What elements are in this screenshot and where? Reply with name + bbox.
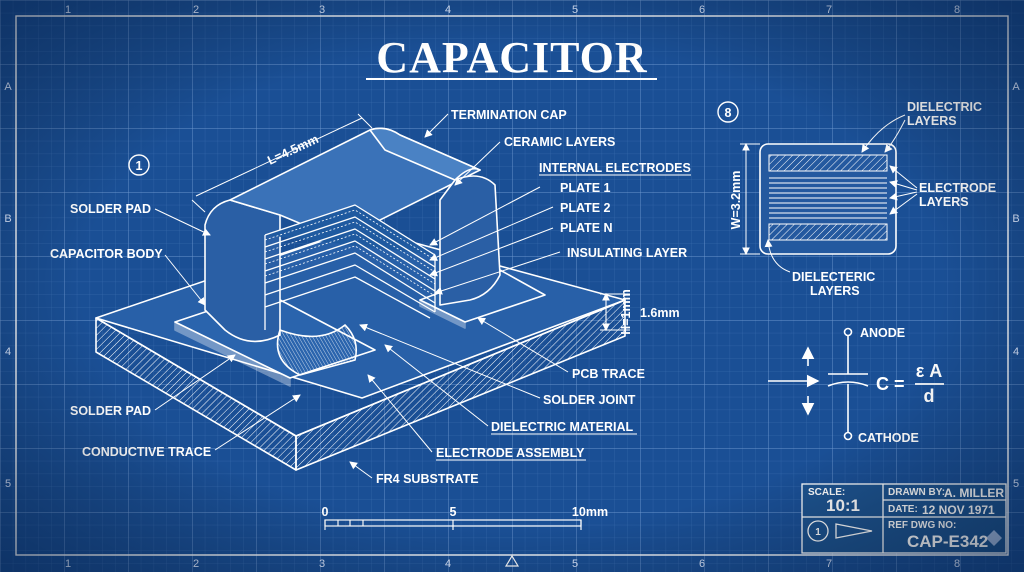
cs-dielectric-bottom-1: DIELECTERIC — [792, 270, 875, 284]
title-block-drawn-by-label: DRAWN BY: — [888, 487, 945, 498]
page-title: CAPACITOR — [376, 33, 648, 82]
col-tick-4: 4 — [445, 4, 451, 16]
title-block-view-marker: 1 — [815, 527, 821, 538]
col-tick-1: 1 — [65, 4, 71, 16]
scale-tick-5: 5 — [450, 505, 457, 519]
col-tick-3-bottom: 3 — [319, 558, 325, 570]
label-fr4-substrate: FR4 SUBSTRATE — [376, 472, 479, 486]
col-tick-4-bottom: 4 — [445, 558, 451, 570]
cs-dielectric-top-2: LAYERS — [907, 114, 957, 128]
label-insulating-layer: INSULATING LAYER — [567, 246, 687, 260]
scale-tick-0: 0 — [322, 505, 329, 519]
label-solder-pad-bottom: SOLDER PAD — [70, 404, 151, 418]
col-tick-2-bottom: 2 — [193, 558, 199, 570]
label-electrode-assembly: ELECTRODE ASSEMBLY — [436, 446, 585, 460]
title-block-scale-value: 10:1 — [826, 496, 860, 515]
termination-cap-left — [204, 199, 281, 343]
col-tick-7: 7 — [826, 4, 832, 16]
label-capacitor-body: CAPACITOR BODY — [50, 247, 163, 261]
cs-dielectric-top-1: DIELECTRIC — [907, 100, 982, 114]
label-conductive-trace: CONDUCTIVE TRACE — [82, 445, 211, 459]
label-plate-1: PLATE 1 — [560, 181, 611, 195]
label-internal-electrodes: INTERNAL ELECTRODES — [539, 161, 691, 175]
col-tick-5-bottom: 5 — [572, 558, 578, 570]
label-dielectric-material: DIELECTRIC MATERIAL — [491, 420, 633, 434]
title-block-ref-label: REF DWG NO: — [888, 520, 956, 531]
row-tick-4-right: 4 — [1013, 346, 1019, 358]
cs-electrode-1: ELECTRODE — [919, 181, 996, 195]
row-tick-4: 4 — [5, 346, 11, 358]
row-tick-b-right: B — [1012, 213, 1019, 225]
equation-denominator: d — [924, 386, 935, 406]
col-tick-8-bottom: 8 — [954, 558, 960, 570]
row-tick-5: 5 — [5, 478, 11, 490]
label-ceramic-layers: CERAMIC LAYERS — [504, 135, 615, 149]
col-tick-5: 5 — [572, 4, 578, 16]
row-tick-5-right: 5 — [1013, 478, 1019, 490]
equation-lhs: C = — [876, 374, 905, 394]
scale-tick-10: 10mm — [572, 505, 608, 519]
col-tick-6-bottom: 6 — [699, 558, 705, 570]
dimension-thickness-label: 1.6mm — [640, 306, 680, 320]
termination-cap-right — [439, 175, 501, 306]
col-tick-3: 3 — [319, 4, 325, 16]
equation-numerator: ε A — [916, 361, 943, 381]
title-block-drawn-by-value: A. MILLER — [944, 486, 1004, 500]
col-tick-8: 8 — [954, 4, 960, 16]
detail-marker-1-label: 1 — [136, 159, 143, 173]
title-block-ref-value: CAP-E342 — [907, 532, 988, 551]
dimension-height-label: H=1mm — [619, 289, 633, 335]
label-plate-n: PLATE N — [560, 221, 613, 235]
col-tick-1-bottom: 1 — [65, 558, 71, 570]
label-pcb-trace: PCB TRACE — [572, 367, 645, 381]
col-tick-2: 2 — [193, 4, 199, 16]
dimension-width-label: W=3.2mm — [729, 171, 743, 230]
row-tick-a: A — [4, 81, 12, 93]
symbol-anode-label: ANODE — [860, 326, 905, 340]
title-block-date-label: DATE: — [888, 504, 918, 515]
row-tick-a-right: A — [1012, 81, 1020, 93]
cs-electrode-2: LAYERS — [919, 195, 969, 209]
col-tick-7-bottom: 7 — [826, 558, 832, 570]
symbol-cathode-label: CATHODE — [858, 431, 919, 445]
label-solder-joint: SOLDER JOINT — [543, 393, 636, 407]
title-block-date-value: 12 NOV 1971 — [922, 503, 995, 517]
detail-marker-8-label: 8 — [725, 106, 732, 120]
col-tick-6: 6 — [699, 4, 705, 16]
row-tick-b: B — [4, 213, 11, 225]
label-termination-cap: TERMINATION CAP — [451, 108, 567, 122]
cs-dielectric-bottom-2: LAYERS — [810, 284, 860, 298]
label-plate-2: PLATE 2 — [560, 201, 611, 215]
label-solder-pad-top: SOLDER PAD — [70, 202, 151, 216]
